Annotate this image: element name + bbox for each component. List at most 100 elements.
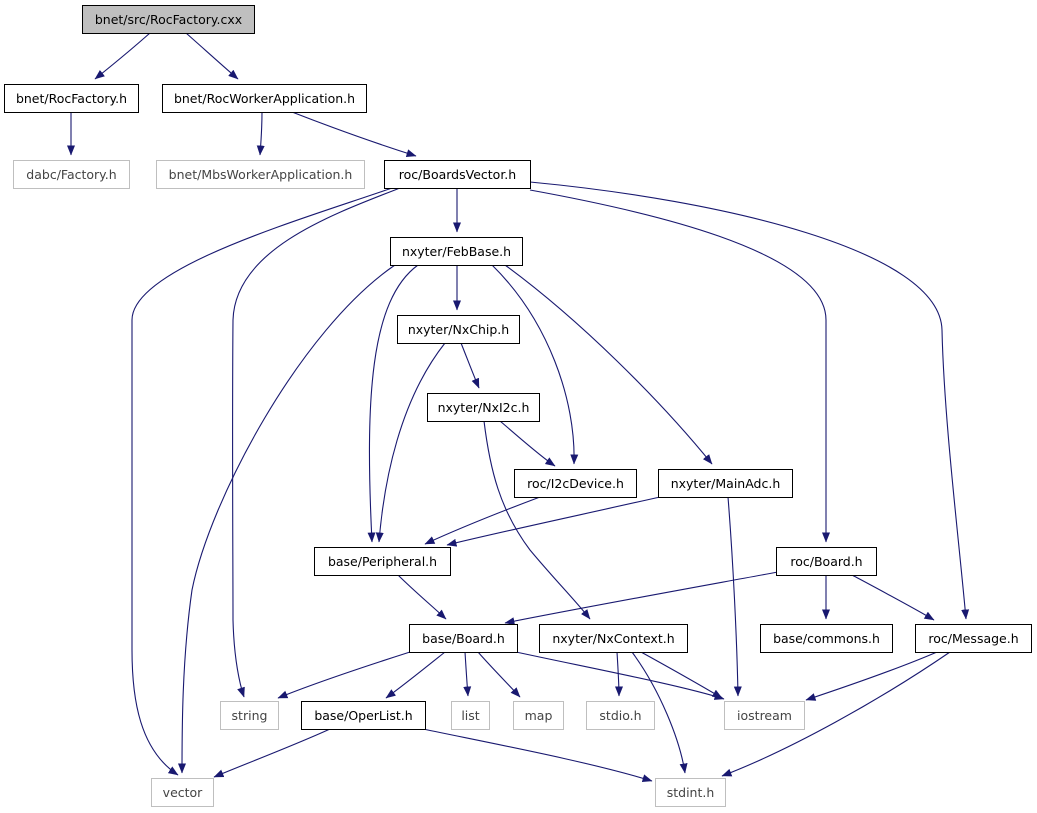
edge-arrow xyxy=(851,574,935,621)
edge-arrow xyxy=(385,651,446,699)
node-box xyxy=(409,624,518,653)
node-list: list xyxy=(451,701,490,730)
node-nxyter-febbase-h[interactable]: nxyter/FebBase.h xyxy=(390,237,523,266)
edge-arrow xyxy=(515,651,725,700)
edge-nxyter-nxcontext-h-to-stdint-h xyxy=(631,651,688,774)
edge-arrow xyxy=(529,181,970,620)
edge-nxyter-nxchip-h-to-base-peripheral-h xyxy=(375,342,446,543)
node-box xyxy=(156,160,365,189)
node-bnet-rocfactory-h[interactable]: bnet/RocFactory.h xyxy=(4,84,139,113)
node-base-peripheral-h[interactable]: base/Peripheral.h xyxy=(314,547,451,576)
edge-roc-board-h-to-base-board-h xyxy=(504,571,779,626)
edge-arrow xyxy=(727,496,742,697)
edge-base-board-h-to-base-operlist-h xyxy=(385,651,446,699)
edge-roc-board-h-to-roc-message-h xyxy=(851,574,935,621)
node-label: roc/Board.h xyxy=(790,554,862,569)
edge-base-operlist-h-to-stdint-h xyxy=(422,728,653,783)
node-box xyxy=(586,701,655,730)
node-box xyxy=(427,393,540,422)
node-label: string xyxy=(232,708,268,723)
node-vector: vector xyxy=(151,778,214,807)
edge-roc-boardsvector-h-to-string xyxy=(232,187,401,698)
node-box xyxy=(513,701,564,730)
node-label: bnet/src/RocFactory.cxx xyxy=(95,12,242,27)
edge-roc-i2cdevice-h-to-base-peripheral-h xyxy=(424,496,541,545)
edge-roc-boardsvector-h-to-vector xyxy=(131,187,393,776)
node-label: roc/BoardsVector.h xyxy=(399,167,516,182)
node-nxyter-nxcontext-h[interactable]: nxyter/NxContext.h xyxy=(539,624,688,653)
node-roc-i2cdevice-h[interactable]: roc/I2cDevice.h xyxy=(514,469,637,498)
node-nxyter-nxi2c-h[interactable]: nxyter/NxI2c.h xyxy=(427,393,540,422)
edge-base-board-h-to-list xyxy=(463,651,472,697)
edge-arrow xyxy=(460,342,480,389)
node-label: nxyter/FebBase.h xyxy=(402,244,511,259)
edge-arrow xyxy=(721,651,951,777)
edge-arrow xyxy=(277,651,411,699)
node-base-operlist-h[interactable]: base/OperList.h xyxy=(301,701,426,730)
node-box xyxy=(655,778,726,807)
node-label: base/OperList.h xyxy=(314,708,412,723)
node-label: list xyxy=(461,708,479,723)
node-roc-board-h[interactable]: roc/Board.h xyxy=(776,547,877,576)
node-label: vector xyxy=(163,785,204,800)
edge-root-to-bnet-rocfactory-h xyxy=(94,32,151,80)
node-base-commons-h[interactable]: base/commons.h xyxy=(760,624,893,653)
edge-arrow xyxy=(483,420,591,620)
node-label: dabc/Factory.h xyxy=(26,167,116,182)
node-box xyxy=(220,701,279,730)
edge-nxyter-nxi2c-h-to-nxyter-nxcontext-h xyxy=(483,420,591,620)
edge-bnet-rocworkerapplication-h-to-bnet-mbsworkerapplication-h xyxy=(256,111,265,156)
node-box xyxy=(915,624,1032,653)
node-label: bnet/RocFactory.h xyxy=(16,91,127,106)
edge-arrow xyxy=(422,728,653,783)
node-bnet-rocworkerapplication-h[interactable]: bnet/RocWorkerApplication.h xyxy=(162,84,367,113)
node-label: roc/I2cDevice.h xyxy=(527,476,624,491)
node-roc-message-h[interactable]: roc/Message.h xyxy=(915,624,1032,653)
node-label: bnet/RocWorkerApplication.h xyxy=(174,91,355,106)
node-label: base/Peripheral.h xyxy=(328,554,437,569)
node-label: iostream xyxy=(737,708,792,723)
edge-arrow xyxy=(375,342,446,543)
node-root[interactable]: bnet/src/RocFactory.cxx xyxy=(82,5,255,34)
node-map: map xyxy=(513,701,564,730)
node-base-board-h[interactable]: base/Board.h xyxy=(409,624,518,653)
edge-nxyter-febbase-h-to-roc-i2cdevice-h xyxy=(491,264,579,465)
node-stdio-h: stdio.h xyxy=(586,701,655,730)
edge-arrow xyxy=(424,496,541,545)
node-box xyxy=(151,778,214,807)
edge-arrow xyxy=(631,651,688,774)
node-label: nxyter/NxI2c.h xyxy=(438,400,530,415)
node-box xyxy=(397,315,520,344)
edge-arrow xyxy=(504,264,713,465)
node-string: string xyxy=(220,701,279,730)
edge-base-peripheral-h-to-base-board-h xyxy=(397,574,447,620)
node-box xyxy=(724,701,805,730)
edge-base-board-h-to-string xyxy=(277,651,411,699)
edge-arrow xyxy=(614,651,623,697)
nodes-layer: bnet/src/RocFactory.cxx bnet/RocFactory.h… xyxy=(4,5,1032,807)
node-box xyxy=(514,469,637,498)
edge-nxyter-nxchip-h-to-nxyter-nxi2c-h xyxy=(460,342,480,389)
edge-nxyter-nxcontext-h-to-stdio-h xyxy=(614,651,623,697)
node-box xyxy=(301,701,426,730)
edge-arrow xyxy=(463,651,472,697)
edge-nxyter-febbase-h-to-vector xyxy=(178,264,396,774)
node-nxyter-nxchip-h[interactable]: nxyter/NxChip.h xyxy=(397,315,520,344)
node-label: stdint.h xyxy=(667,785,715,800)
node-nxyter-mainadc-h[interactable]: nxyter/MainAdc.h xyxy=(658,469,793,498)
edge-arrow xyxy=(640,651,723,699)
edge-roc-message-h-to-iostream xyxy=(805,651,938,701)
edge-arrow xyxy=(178,264,396,774)
node-label: bnet/MbsWorkerApplication.h xyxy=(169,167,353,182)
edge-arrow xyxy=(213,728,331,778)
edge-nxyter-nxcontext-h-to-iostream xyxy=(640,651,723,699)
node-bnet-mbsworkerapplication-h: bnet/MbsWorkerApplication.h xyxy=(156,160,365,189)
edge-arrow xyxy=(446,496,661,547)
edge-root-to-bnet-rocworkerapplication-h xyxy=(185,32,239,80)
edge-base-board-h-to-iostream xyxy=(515,651,725,700)
node-label: map xyxy=(525,708,553,723)
edge-roc-boardsvector-h-to-roc-board-h xyxy=(529,189,830,543)
node-roc-boardsvector-h[interactable]: roc/BoardsVector.h xyxy=(384,160,531,189)
edge-arrow xyxy=(491,264,579,465)
